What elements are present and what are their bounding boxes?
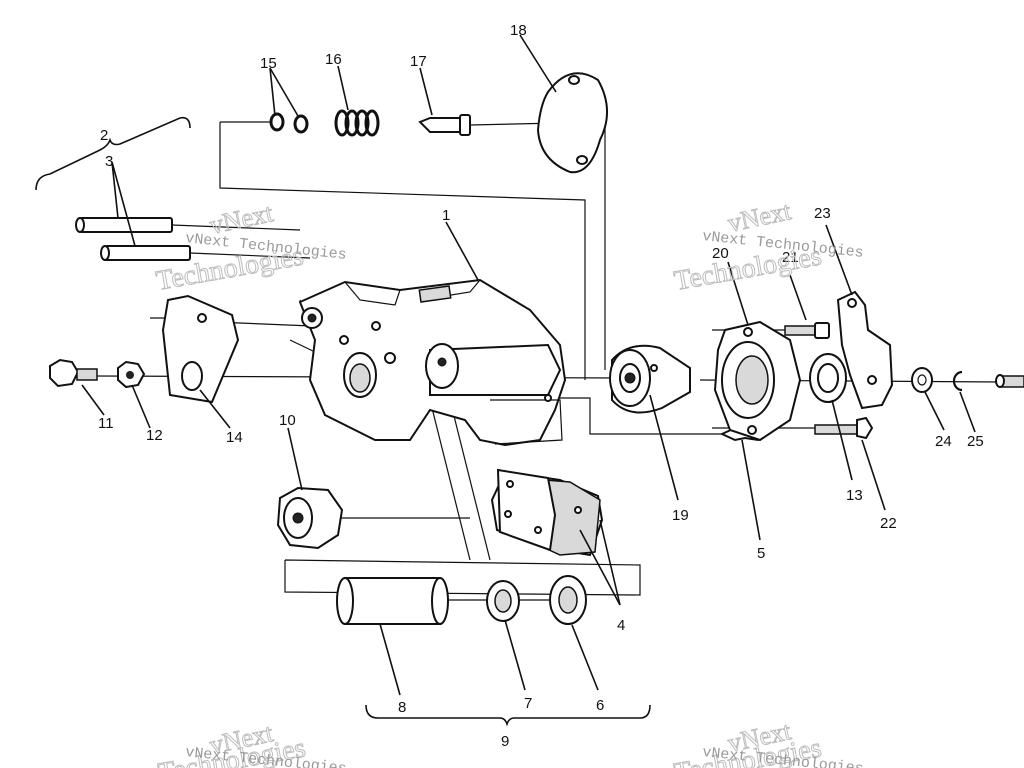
callout-16: 16 [325, 51, 342, 68]
brake-lever-arm [836, 290, 894, 410]
callout-3: 3 [105, 153, 113, 170]
caliper-body [298, 278, 567, 447]
piston [336, 577, 449, 625]
callout-18: 18 [510, 22, 527, 39]
callout-6: 6 [596, 697, 604, 714]
callout-4: 4 [617, 617, 625, 634]
brake-pads [490, 468, 604, 557]
nut [117, 360, 146, 389]
callout-14: 14 [226, 429, 243, 446]
callout-8: 8 [398, 699, 406, 716]
leader-lines [35, 34, 976, 727]
callout-12: 12 [146, 427, 163, 444]
callout-21: 21 [782, 249, 799, 266]
callout-1: 1 [442, 207, 450, 224]
callout-20: 20 [712, 245, 729, 262]
gasket [536, 72, 609, 174]
pin-upper [75, 217, 301, 233]
o-rings [269, 112, 309, 134]
callout-19: 19 [672, 507, 689, 524]
callout-9: 9 [501, 733, 509, 750]
callout-11: 11 [98, 415, 114, 432]
screw-lower [814, 416, 874, 440]
watermark-top-right: vNext Technologies vNext Technologies [671, 196, 864, 298]
flat-washer [911, 367, 933, 393]
e-clip [952, 370, 963, 392]
pin-lower [100, 245, 311, 261]
actuator-cup [609, 344, 691, 414]
callout-13: 13 [846, 487, 863, 504]
watermark-bottom-left: vNext Technologies vNext Technologies [155, 718, 347, 768]
callout-2: 2 [100, 127, 108, 144]
bushing [809, 353, 847, 403]
screw-upper [784, 322, 830, 339]
callout-labels: 1 2 3 4 5 6 7 8 9 10 11 12 13 14 15 16 1… [98, 22, 984, 750]
callout-23: 23 [814, 205, 831, 222]
callout-17: 17 [410, 53, 427, 70]
callout-25: 25 [967, 433, 984, 450]
adjuster-nut [276, 486, 344, 550]
callout-15: 15 [260, 55, 277, 72]
mounting-plate [161, 294, 240, 404]
callout-10: 10 [279, 412, 296, 429]
bolt [49, 358, 98, 388]
spring [334, 109, 380, 137]
callout-22: 22 [880, 515, 897, 532]
callout-24: 24 [935, 433, 952, 450]
seal-washer [486, 580, 520, 622]
watermark-bottom-right: vNext Technologies vNext Technologies [671, 716, 864, 768]
pivot-bolt [995, 374, 1024, 388]
callout-5: 5 [757, 545, 765, 562]
plunger [418, 114, 471, 136]
callout-7: 7 [524, 695, 532, 712]
piston-seal [549, 575, 587, 625]
lever-housing [713, 320, 802, 442]
